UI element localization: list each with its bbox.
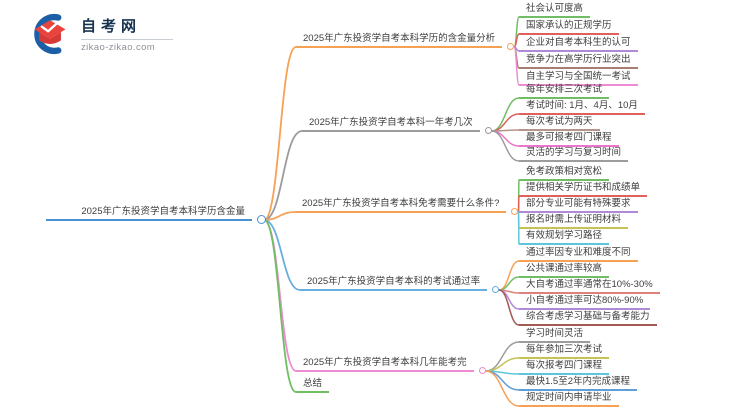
node-label: 提供相关学历证书和成绩单 — [526, 182, 641, 193]
node-label: 2025年广东投资学自考本科学历含金量 — [81, 206, 245, 217]
mindmap-edge — [484, 370, 520, 375]
mindmap-edge — [498, 289, 520, 310]
mindmap-root-node[interactable]: 2025年广东投资学自考本科学历含金量 — [46, 204, 266, 224]
mindmap-edge — [263, 219, 297, 372]
mindmap-leaf-node[interactable]: 每年参加三次考试 — [519, 342, 610, 359]
mindmap-leaf-node[interactable]: 综合考虑学习基础与备考能力 — [519, 309, 657, 326]
mindmap-edge — [263, 46, 297, 221]
node-label: 小自考通过率可达80%-90% — [526, 295, 644, 306]
mindmap-leaf-node[interactable]: 每次考试为两天 — [519, 114, 600, 131]
node-connector-dot — [484, 127, 492, 134]
mindmap-leaf-node[interactable]: 考试时间: 1月、4月、10月 — [519, 98, 645, 115]
logo-graduation-cap-icon — [34, 13, 66, 55]
node-connector-dot — [492, 286, 500, 293]
mindmap-edge — [490, 97, 520, 132]
node-label: 学习时间灵活 — [526, 328, 584, 339]
node-label: 每次考试为两天 — [526, 116, 593, 127]
node-label: 2025年广东投资学自考本科一年考几次 — [309, 117, 473, 128]
mindmap-leaf-node[interactable]: 公共课通过率较高 — [519, 261, 610, 278]
mindmap-leaf-node[interactable]: 社会认可度高 — [519, 1, 591, 18]
mindmap-leaf-node[interactable]: 通过率因专业和难度不同 — [519, 245, 638, 262]
node-label: 公共课通过率较高 — [526, 263, 603, 274]
mindmap-leaf-node[interactable]: 每年安排三次考试 — [519, 82, 610, 99]
mindmap-edge — [484, 370, 520, 407]
node-connector-dot — [257, 215, 266, 224]
mindmap-edge — [498, 260, 520, 291]
mindmap-branch-node[interactable]: 2025年广东投资学自考本科的考试通过率 — [300, 274, 500, 293]
logo-title: 自考网 — [81, 18, 142, 35]
mindmap-edge — [498, 289, 520, 294]
node-label: 2025年广东投资学自考本科的考试通过率 — [307, 276, 481, 287]
node-label: 国家承认的正规学历 — [526, 20, 612, 31]
logo-divider — [81, 39, 173, 40]
mindmap-leaf-node[interactable]: 有效规划学习路径 — [519, 228, 610, 245]
mindmap-edge — [263, 211, 296, 221]
node-label: 每年参加三次考试 — [526, 344, 603, 355]
mindmap-leaf-node[interactable]: 最多可报考四门课程 — [519, 130, 619, 147]
mindmap-edge — [490, 113, 520, 132]
logo-domain-url: zikao-zikao.com — [81, 42, 156, 53]
mindmap-edge — [484, 357, 520, 372]
mindmap-edge — [263, 219, 297, 393]
node-connector-dot — [511, 208, 519, 215]
mindmap-leaf-node[interactable]: 企业对自考本科生的认可 — [519, 35, 638, 52]
node-label: 部分专业可能有特殊要求 — [526, 198, 631, 209]
mindmap-leaf-node[interactable]: 免考政策相对宽松 — [519, 164, 610, 181]
node-label: 总结 — [303, 378, 323, 389]
mindmap-edge — [490, 130, 520, 162]
mindmap-edge — [484, 370, 520, 391]
node-label: 竞争力在高学历行业突出 — [526, 54, 631, 65]
node-label: 每次报考四门课程 — [526, 360, 603, 371]
node-label: 考试时间: 1月、4月、10月 — [526, 100, 638, 111]
node-label: 自主学习与全国统一考试 — [526, 71, 631, 82]
mindmap-leaf-node[interactable]: 最快1.5至2年内完成课程 — [519, 374, 637, 391]
mindmap-branch-node[interactable]: 2025年广东投资学自考本科学历的含金量分析 — [296, 31, 515, 50]
mindmap-edge — [498, 289, 520, 326]
node-connector-dot — [507, 43, 515, 50]
mindmap-leaf-node[interactable]: 学习时间灵活 — [519, 326, 591, 343]
node-label: 报名时需上传证明材料 — [526, 214, 622, 225]
node-label: 规定时间内申请毕业 — [526, 392, 612, 403]
node-label: 2025年广东投资学自考本科几年能考完 — [303, 357, 467, 368]
mindmap-leaf-node[interactable]: 小自考通过率可达80%-90% — [519, 293, 651, 310]
mindmap-edge — [490, 129, 520, 132]
mindmap-branch-node[interactable]: 2025年广东投资学自考本科免考需要什么条件? — [295, 196, 519, 215]
mindmap-edge — [498, 276, 520, 291]
mindmap-leaf-node[interactable]: 灵活的学习与复习时间 — [519, 145, 629, 162]
site-logo[interactable]: 自考网 zikao-zikao.com — [28, 13, 173, 55]
mindmap-leaf-node[interactable]: 每次报考四门课程 — [519, 358, 610, 375]
node-label: 社会认可度高 — [526, 3, 584, 14]
node-label: 最快1.5至2年内完成课程 — [526, 376, 630, 387]
mindmap-leaf-node[interactable]: 大自考通过率通常在10%-30% — [519, 277, 660, 294]
mindmap-branch-node[interactable]: 2025年广东投资学自考本科一年考几次 — [302, 115, 492, 134]
mindmap-edge — [484, 341, 520, 372]
node-label: 免考政策相对宽松 — [526, 166, 603, 177]
mindmap-leaf-node[interactable]: 提供相关学历证书和成绩单 — [519, 180, 648, 197]
mindmap-leaf-node[interactable]: 部分专业可能有特殊要求 — [519, 196, 638, 213]
node-label: 通过率因专业和难度不同 — [526, 247, 631, 258]
mindmap-edge — [263, 219, 301, 291]
mindmap-branch-node[interactable]: 总结 — [296, 376, 330, 393]
node-label: 企业对自考本科生的认可 — [526, 37, 631, 48]
node-label: 每年安排三次考试 — [526, 84, 603, 95]
mindmap-branch-node[interactable]: 2025年广东投资学自考本科几年能考完 — [296, 355, 486, 374]
mindmap-leaf-node[interactable]: 规定时间内申请毕业 — [519, 390, 619, 407]
node-label: 最多可报考四门课程 — [526, 132, 612, 143]
node-label: 大自考通过率通常在10%-30% — [526, 279, 653, 290]
node-label: 综合考虑学习基础与备考能力 — [526, 311, 650, 322]
mindmap-leaf-node[interactable]: 自主学习与全国统一考试 — [519, 69, 638, 86]
mindmap-edge — [490, 130, 520, 147]
node-connector-dot — [478, 367, 486, 374]
node-label: 2025年广东投资学自考本科学历的含金量分析 — [303, 33, 496, 44]
node-label: 2025年广东投资学自考本科免考需要什么条件? — [302, 198, 500, 209]
node-label: 灵活的学习与复习时间 — [526, 147, 622, 158]
node-label: 有效规划学习路径 — [526, 230, 603, 241]
mindmap-leaf-node[interactable]: 报名时需上传证明材料 — [519, 212, 629, 229]
mindmap-leaf-node[interactable]: 竞争力在高学历行业突出 — [519, 52, 638, 69]
mindmap-leaf-node[interactable]: 国家承认的正规学历 — [519, 18, 619, 35]
